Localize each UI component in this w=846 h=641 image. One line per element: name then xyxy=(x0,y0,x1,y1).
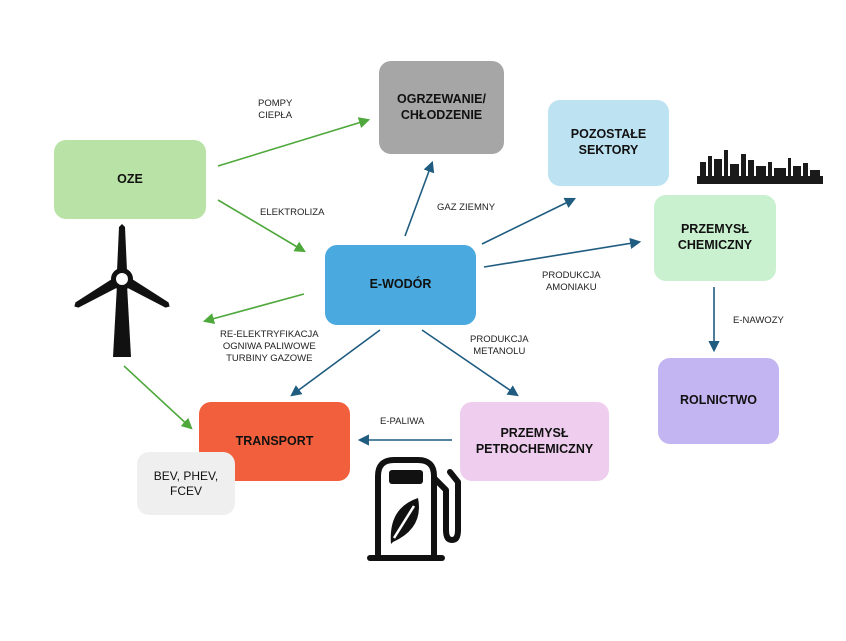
node-przemysl-chemiczny: PRZEMYSŁ CHEMICZNY xyxy=(654,195,776,281)
node-bev-line1: BEV, PHEV, xyxy=(153,468,219,483)
node-e-wodor: E-WODÓR xyxy=(325,245,476,325)
arrow-ewodor-to-pozostale xyxy=(481,197,577,245)
arrow-ewodor-to-chemiczny xyxy=(483,237,642,268)
arrow-ewodor-to-transport xyxy=(290,329,381,397)
label-gaz-ziemny: GAZ ZIEMNY xyxy=(437,202,496,213)
node-bev-line2: FCEV xyxy=(169,483,202,498)
node-bev-phev-fcev: BEV, PHEV, FCEV xyxy=(137,452,235,515)
node-pozostale-sektory: POZOSTAŁE SEKTORY xyxy=(548,100,669,186)
label-produkcja-metanolu: PRODUKCJA METANOLU xyxy=(470,334,529,357)
label-elektroliza: ELEKTROLIZA xyxy=(260,207,325,218)
node-e-wodor-label: E-WODÓR xyxy=(369,277,432,292)
node-oze: OZE xyxy=(54,140,206,219)
label-re-elektryfikacja: RE-ELEKTRYFIKACJA OGNIWA PALIWOWE TURBIN… xyxy=(220,329,319,364)
node-ogrzewanie-chlodzenie: OGRZEWANIE/ CHŁODZENIE xyxy=(379,61,504,154)
node-rolnictwo-label: ROLNICTWO xyxy=(679,393,758,408)
node-chemiczny-line2: CHEMICZNY xyxy=(677,238,753,252)
node-rolnictwo: ROLNICTWO xyxy=(658,358,779,444)
arrow-ewodor-to-ogrzewanie xyxy=(404,160,435,237)
arrow-ewodor-to-reelektryfikacja xyxy=(202,293,305,325)
node-pozostale-line1: POZOSTAŁE xyxy=(570,127,647,142)
arrow-oze-to-ewodor xyxy=(217,199,306,253)
arrow-wind-to-transport xyxy=(123,365,193,430)
node-petrochemiczny-line1: PRZEMYSŁ xyxy=(500,425,569,440)
node-ogrzewanie-line2: CHŁODZENIE xyxy=(400,107,483,122)
arrow-ewodor-to-petrochemiczny xyxy=(421,329,519,397)
node-ogrzewanie-line1: OGRZEWANIE/ xyxy=(397,91,486,106)
arrow-oze-to-ogrzewanie xyxy=(217,117,371,167)
node-petrochemiczny-line2: PETROCHEMICZNY xyxy=(475,441,594,456)
node-transport-label: TRANSPORT xyxy=(235,433,314,448)
node-chemiczny-line1: PRZEMYSŁ xyxy=(680,222,750,237)
node-przemysl-petrochemiczny: PRZEMYSŁ PETROCHEMICZNY xyxy=(460,402,609,481)
label-produkcja-amoniaku: PRODUKCJA AMONIAKU xyxy=(542,270,601,293)
label-pompy-ciepla: POMPY CIEPŁA xyxy=(258,98,293,121)
label-e-paliwa: E-PALIWA xyxy=(380,416,425,427)
label-e-nawozy: E-NAWOZY xyxy=(733,315,784,326)
node-pozostale-line2: SEKTORY xyxy=(578,143,639,157)
node-oze-label: OZE xyxy=(117,171,143,186)
